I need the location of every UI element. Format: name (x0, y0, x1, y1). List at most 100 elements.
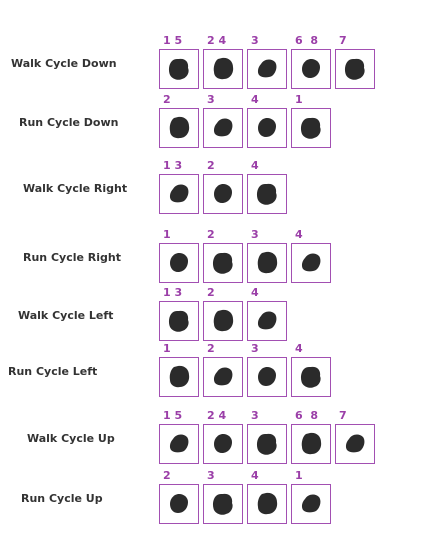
sprite-frame (203, 174, 243, 214)
sprite-frame (203, 357, 243, 397)
row-label: Run Cycle Down (19, 116, 119, 129)
frame-number: 7 (339, 34, 347, 47)
frame-number: 3 (251, 342, 259, 355)
frame-number: 4 (251, 93, 259, 106)
row-label: Run Cycle Left (8, 365, 98, 378)
sprite-icon (170, 252, 188, 272)
frame-number: 1 (295, 93, 303, 106)
frame-number: 6 8 (295, 409, 318, 422)
sprite-frame (291, 484, 331, 524)
frame-number: 2 (163, 469, 171, 482)
sprite-frame (247, 108, 287, 148)
frame-number: 4 (251, 469, 259, 482)
frame-number: 2 4 (207, 409, 227, 422)
sprite-frame (203, 484, 243, 524)
sprite-frame (291, 108, 331, 148)
sprite-icon (300, 366, 321, 388)
sprite-icon (169, 184, 189, 203)
frame-number: 1 5 (163, 34, 183, 47)
sprite-icon (169, 434, 189, 453)
frame-number: 1 5 (163, 409, 183, 422)
sprite-icon (214, 183, 232, 203)
sprite-frame (159, 357, 199, 397)
sprite-frame (159, 108, 199, 148)
frame-number: 3 (207, 469, 215, 482)
sprite-icon (213, 57, 234, 80)
sprite-icon (213, 118, 233, 137)
sprite-frame (159, 301, 199, 341)
sprite-frame (159, 174, 199, 214)
frame-number: 2 (163, 93, 171, 106)
frame-number: 3 (207, 93, 215, 106)
sprite-icon (345, 434, 365, 453)
sprite-frame (203, 108, 243, 148)
frame-number: 4 (251, 159, 259, 172)
sprite-icon (257, 59, 277, 78)
sprite-icon (214, 433, 232, 453)
row-label: Walk Cycle Right (23, 182, 128, 195)
sprite-icon (256, 183, 277, 205)
sprite-frame (247, 174, 287, 214)
sprite-icon (213, 309, 234, 332)
sprite-frame (335, 49, 375, 89)
sprite-frame (335, 424, 375, 464)
sprite-icon (212, 252, 233, 274)
frame-number: 3 (251, 228, 259, 241)
frame-number: 7 (339, 409, 347, 422)
sprite-frame (291, 424, 331, 464)
frame-number: 1 (295, 469, 303, 482)
sprite-icon (169, 365, 190, 388)
frame-number: 4 (295, 228, 303, 241)
sprite-icon (302, 58, 320, 78)
sprite-frame (247, 301, 287, 341)
sprite-icon (257, 492, 278, 515)
sprite-icon (301, 494, 321, 513)
sprite-frame (203, 243, 243, 283)
sprite-icon (213, 367, 233, 386)
sprite-icon (212, 493, 233, 515)
frame-number: 1 (163, 342, 171, 355)
sprite-frame (159, 243, 199, 283)
sprite-frame (247, 424, 287, 464)
sprite-frame (159, 484, 199, 524)
frame-number: 1 3 (163, 159, 183, 172)
sprite-frame (291, 243, 331, 283)
sprite-icon (301, 253, 321, 272)
frame-number: 4 (251, 286, 259, 299)
frame-number: 2 (207, 159, 215, 172)
row-label: Walk Cycle Down (11, 57, 117, 70)
sprite-frame (247, 357, 287, 397)
row-label: Run Cycle Right (23, 251, 121, 264)
sprite-icon (257, 251, 278, 274)
frame-number: 6 8 (295, 34, 318, 47)
sprite-icon (258, 117, 276, 137)
frame-number: 1 3 (163, 286, 183, 299)
sprite-frame (203, 301, 243, 341)
sprite-icon (301, 432, 322, 455)
sprite-icon (169, 116, 190, 139)
sprite-frame (159, 49, 199, 89)
frame-number: 3 (251, 409, 259, 422)
sprite-icon (168, 310, 189, 332)
sprite-icon (256, 433, 277, 455)
row-label: Walk Cycle Left (18, 309, 114, 322)
sprite-frame (159, 424, 199, 464)
frame-number: 2 (207, 228, 215, 241)
row-label: Run Cycle Up (21, 492, 103, 505)
sprite-icon (168, 58, 189, 80)
sprite-frame (247, 49, 287, 89)
frame-number: 4 (295, 342, 303, 355)
sprite-icon (170, 493, 188, 513)
sprite-icon (300, 117, 321, 139)
frame-number: 3 (251, 34, 259, 47)
sprite-frame (247, 243, 287, 283)
sprite-frame (203, 424, 243, 464)
sprite-frame (203, 49, 243, 89)
sprite-frame (291, 49, 331, 89)
row-label: Walk Cycle Up (27, 432, 115, 445)
frame-number: 2 (207, 342, 215, 355)
sprite-icon (257, 311, 277, 330)
sprite-frame (247, 484, 287, 524)
frame-number: 2 (207, 286, 215, 299)
frame-number: 2 4 (207, 34, 227, 47)
